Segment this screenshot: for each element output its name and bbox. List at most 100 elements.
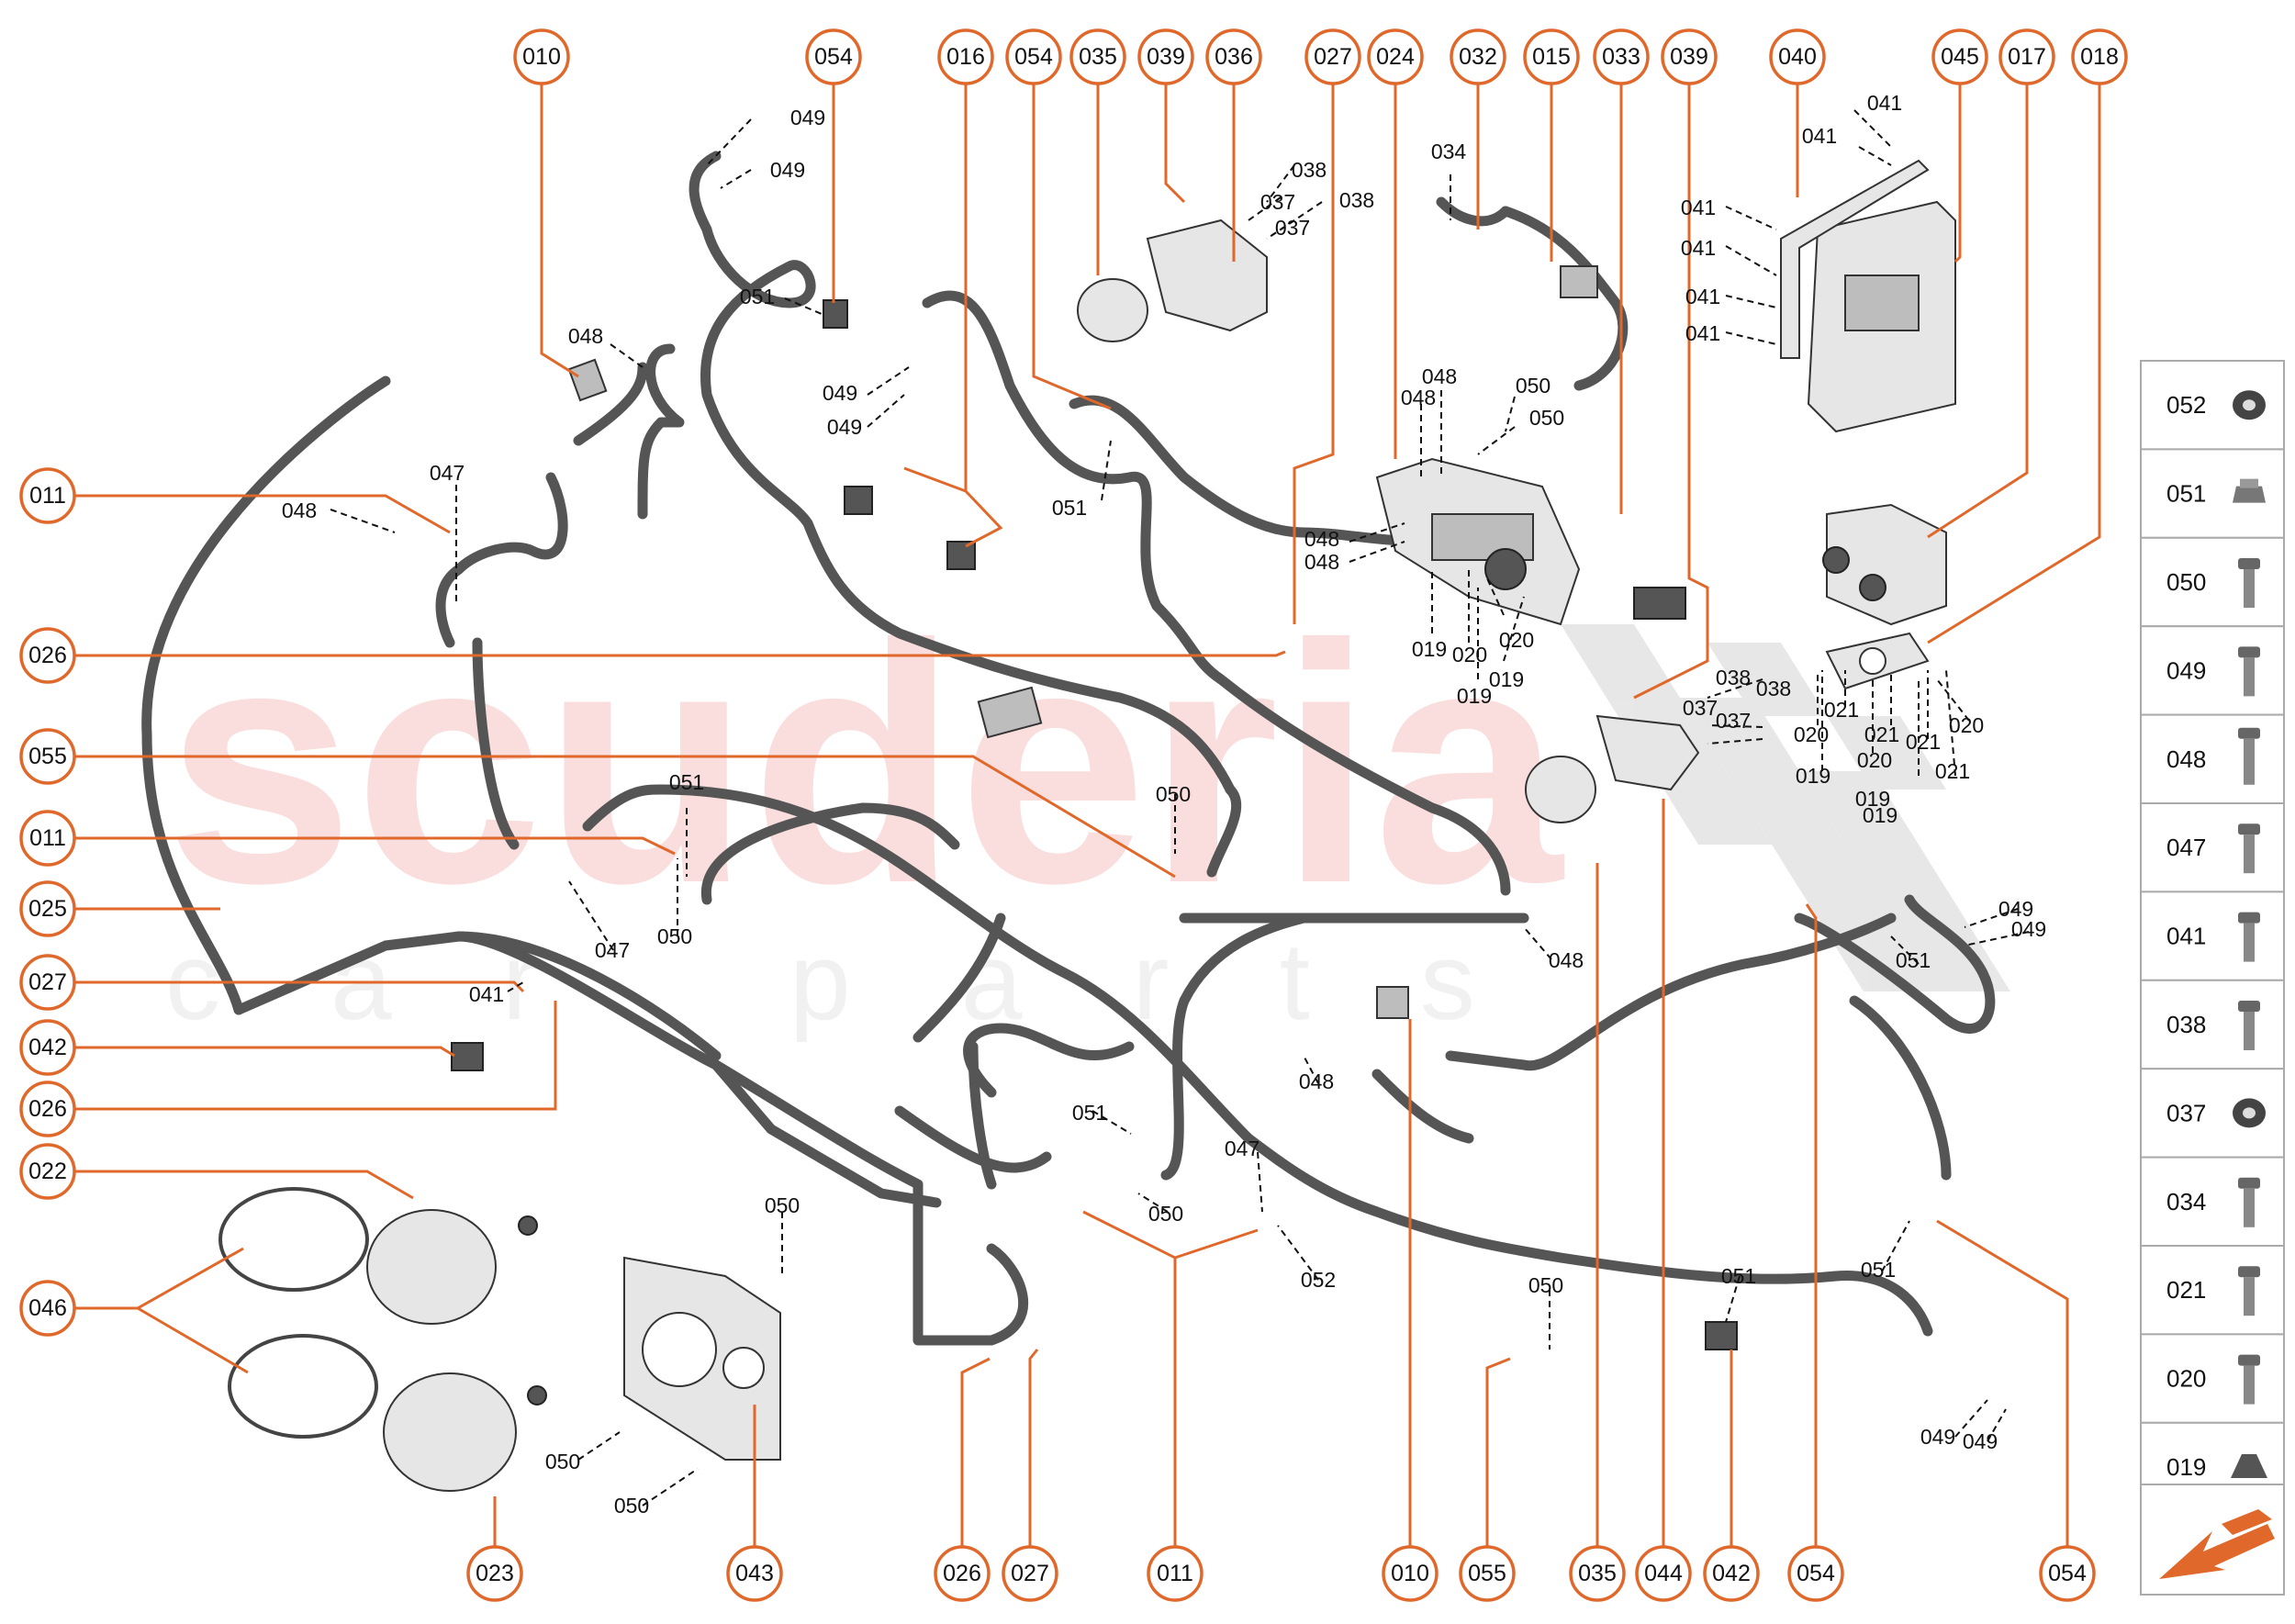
callout-011[interactable]: 011 bbox=[19, 467, 76, 524]
callout-027[interactable]: 027 bbox=[1002, 1545, 1058, 1602]
legend-item-041[interactable]: 041 bbox=[2140, 890, 2285, 981]
accumulator-035-mid bbox=[1525, 714, 1700, 823]
part-label: 037 bbox=[1716, 709, 1751, 733]
callout-054[interactable]: 054 bbox=[2039, 1545, 2096, 1602]
legend-item-050[interactable]: 050 bbox=[2140, 536, 2285, 628]
callout-010[interactable]: 010 bbox=[513, 28, 570, 85]
callout-055[interactable]: 055 bbox=[1459, 1545, 1516, 1602]
legend-label: 048 bbox=[2166, 745, 2206, 773]
callout-circle bbox=[726, 1545, 783, 1602]
legend-label: 041 bbox=[2166, 923, 2206, 950]
legend-item-020[interactable]: 020 bbox=[2140, 1333, 2285, 1424]
callout-027[interactable]: 027 bbox=[1304, 28, 1361, 85]
parts bbox=[218, 159, 1956, 1492]
legend-item-038[interactable]: 038 bbox=[2140, 979, 2285, 1070]
callout-023[interactable]: 023 bbox=[466, 1545, 523, 1602]
hose-clamps-046 bbox=[218, 1187, 378, 1439]
callout-022[interactable]: 022 bbox=[19, 1143, 76, 1200]
callout-024[interactable]: 024 bbox=[1367, 28, 1424, 85]
part-label: 050 bbox=[1528, 1273, 1563, 1297]
callout-039[interactable]: 039 bbox=[1137, 28, 1194, 85]
callout-015[interactable]: 015 bbox=[1523, 28, 1580, 85]
hardware-icon bbox=[2238, 727, 2260, 785]
hardware-icon bbox=[2233, 1098, 2266, 1128]
callout-number: 011 bbox=[1157, 1561, 1193, 1586]
callout-026[interactable]: 026 bbox=[19, 1081, 76, 1137]
legend-item-051[interactable]: 051 bbox=[2140, 448, 2285, 539]
callout-035[interactable]: 035 bbox=[1569, 1545, 1626, 1602]
connector-054-top bbox=[823, 299, 848, 329]
callout-number: 042 bbox=[28, 1035, 67, 1060]
callout-circle bbox=[1304, 28, 1361, 85]
part-label: 049 bbox=[827, 415, 862, 439]
callout-032[interactable]: 032 bbox=[1450, 28, 1506, 85]
callout-010[interactable]: 010 bbox=[1382, 1545, 1439, 1602]
callout-011[interactable]: 011 bbox=[19, 810, 76, 867]
callout-042[interactable]: 042 bbox=[19, 1019, 76, 1076]
callout-039[interactable]: 039 bbox=[1661, 28, 1718, 85]
callout-017[interactable]: 017 bbox=[1998, 28, 2055, 85]
part-label: 041 bbox=[1867, 91, 1902, 115]
callout-046[interactable]: 046 bbox=[19, 1280, 76, 1337]
callout-026[interactable]: 026 bbox=[934, 1545, 991, 1602]
callout-055[interactable]: 055 bbox=[19, 728, 76, 785]
legend-cell bbox=[2140, 625, 2285, 716]
callout-circle bbox=[1769, 28, 1826, 85]
callout-025[interactable]: 025 bbox=[19, 880, 76, 937]
callout-018[interactable]: 018 bbox=[2071, 28, 2128, 85]
legend-item-047[interactable]: 047 bbox=[2140, 802, 2285, 893]
callout-circle bbox=[1147, 1545, 1203, 1602]
accumulator-023 bbox=[383, 1372, 547, 1492]
part-label: 050 bbox=[1516, 374, 1551, 398]
part-label: 037 bbox=[1260, 190, 1295, 214]
callout-044[interactable]: 044 bbox=[1635, 1545, 1692, 1602]
legend-item-048[interactable]: 048 bbox=[2140, 713, 2285, 804]
part-label: 021 bbox=[1864, 722, 1899, 746]
callout-036[interactable]: 036 bbox=[1205, 28, 1262, 85]
callout-number: 011 bbox=[29, 825, 66, 851]
callout-number: 035 bbox=[1079, 44, 1117, 70]
callout-011[interactable]: 011 bbox=[1147, 1545, 1203, 1602]
callout-035[interactable]: 035 bbox=[1069, 28, 1126, 85]
callout-054[interactable]: 054 bbox=[1787, 1545, 1844, 1602]
accumulator-022 bbox=[366, 1209, 538, 1325]
hardware-icon bbox=[2238, 558, 2260, 608]
legend-cell bbox=[2140, 890, 2285, 981]
callout-026[interactable]: 026 bbox=[19, 627, 76, 684]
callout-043[interactable]: 043 bbox=[726, 1545, 783, 1602]
callout-number: 015 bbox=[1532, 44, 1571, 70]
part-label: 021 bbox=[1935, 759, 1970, 783]
legend-item-049[interactable]: 049 bbox=[2140, 625, 2285, 716]
callout-027[interactable]: 027 bbox=[19, 954, 76, 1011]
callout-054[interactable]: 054 bbox=[1005, 28, 1062, 85]
legend-label: 019 bbox=[2166, 1453, 2206, 1481]
clamp-016-b bbox=[946, 541, 976, 570]
legend-item-021[interactable]: 021 bbox=[2140, 1245, 2285, 1336]
part-label: 020 bbox=[1499, 628, 1534, 652]
next-page-arrow-icon[interactable] bbox=[2140, 1484, 2285, 1596]
callout-circle bbox=[1005, 28, 1062, 85]
part-label: 048 bbox=[1422, 364, 1457, 388]
part-label: 051 bbox=[1896, 948, 1931, 972]
sleeve-010-bottom bbox=[1376, 986, 1409, 1019]
callout-number: 042 bbox=[1712, 1561, 1751, 1586]
callout-054[interactable]: 054 bbox=[805, 28, 862, 85]
hardware-icon bbox=[2238, 1354, 2260, 1405]
callout-045[interactable]: 045 bbox=[1931, 28, 1988, 85]
legend-label: 037 bbox=[2166, 1099, 2206, 1126]
connector-042-left bbox=[451, 1042, 484, 1071]
legend-item-037[interactable]: 037 bbox=[2140, 1068, 2285, 1159]
callout-016[interactable]: 016 bbox=[937, 28, 994, 85]
legend-item-034[interactable]: 034 bbox=[2140, 1156, 2285, 1247]
callout-040[interactable]: 040 bbox=[1769, 28, 1826, 85]
callout-042[interactable]: 042 bbox=[1703, 1545, 1760, 1602]
callout-number: 043 bbox=[735, 1561, 774, 1586]
leaders bbox=[66, 75, 2101, 1574]
part-label: 041 bbox=[1802, 124, 1837, 148]
callout-number: 022 bbox=[28, 1159, 67, 1184]
callout-circle bbox=[1450, 28, 1506, 85]
part-label: 049 bbox=[823, 381, 857, 405]
callout-033[interactable]: 033 bbox=[1593, 28, 1650, 85]
legend-item-052[interactable]: 052 bbox=[2140, 360, 2285, 451]
